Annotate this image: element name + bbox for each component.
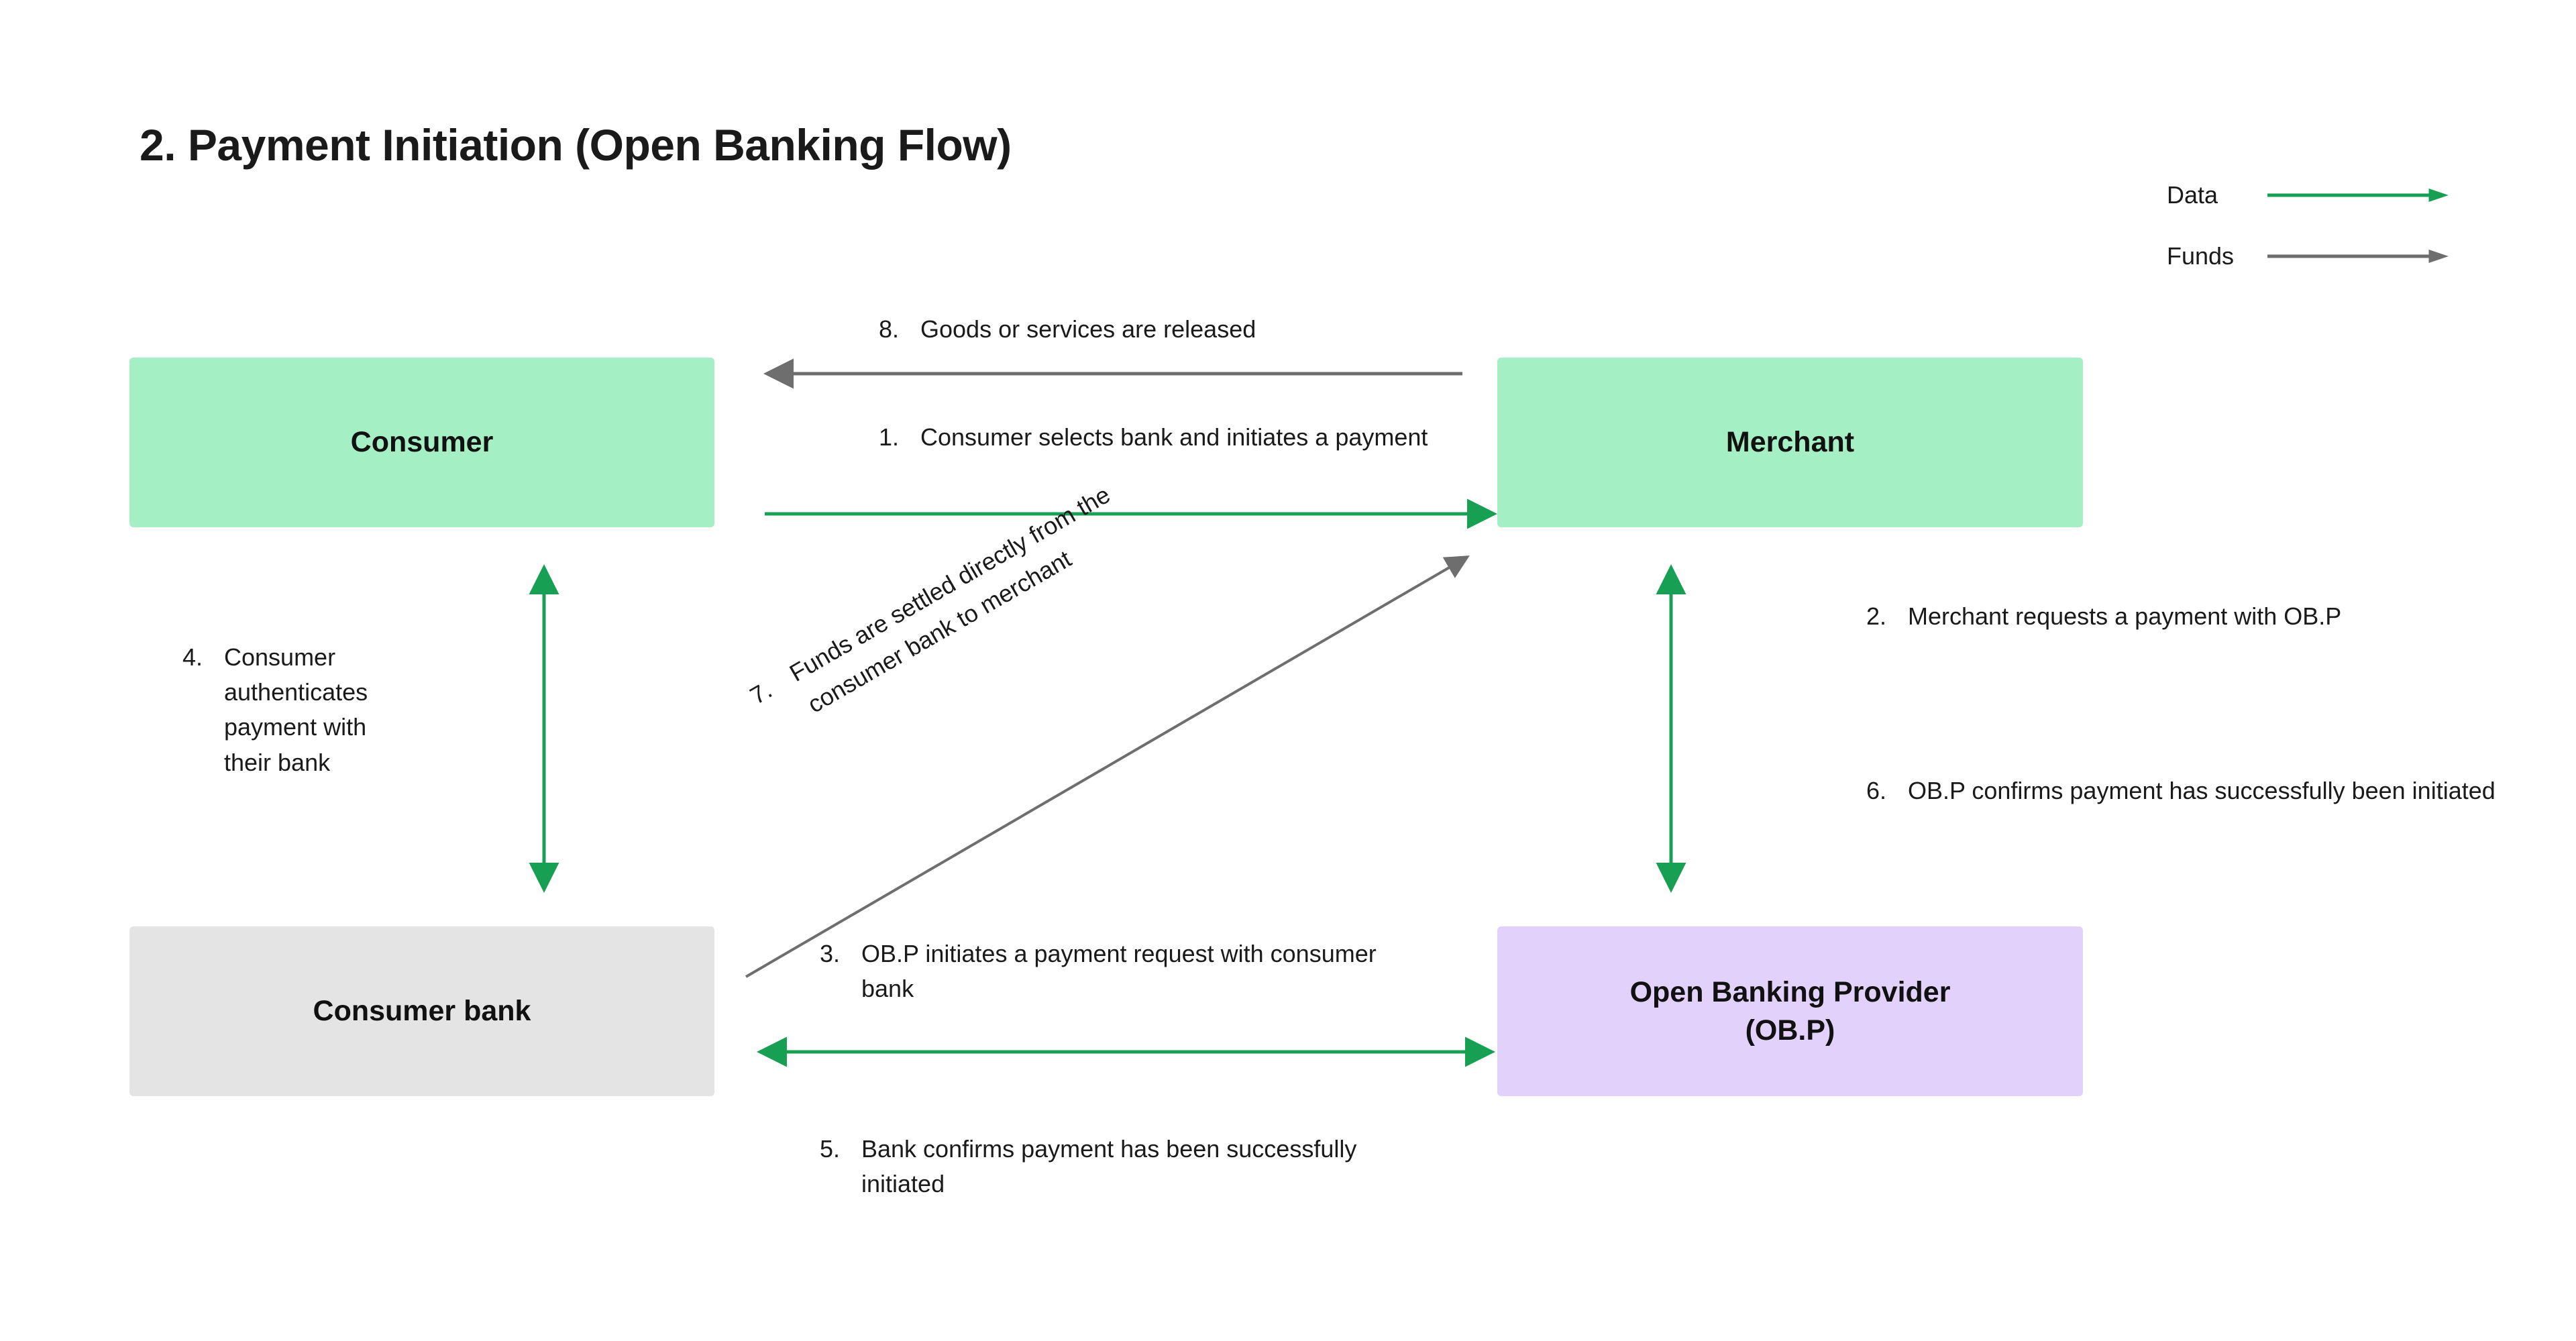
step-label-6: 6. OB.P confirms payment has successfull… [1866,773,2504,808]
step-text-3: OB.P initiates a payment request with co… [861,940,1377,1003]
legend-item-funds: Funds [2167,241,2449,272]
step-number-2: 2. [1866,602,1887,630]
step-label-7: 7. Funds are settled directly from the c… [743,427,1221,745]
legend-label-data: Data [2167,181,2218,209]
page-title: 2. Payment Initiation (Open Banking Flow… [140,120,1012,170]
step-label-1: 1. Consumer selects bank and initiates a… [879,420,1449,455]
step-number-3: 3. [820,940,841,967]
step-label-2: 2. Merchant requests a payment with OB.P [1866,599,2470,634]
step-number-8: 8. [879,315,900,343]
arrow-right-icon [2267,246,2449,266]
step-number-7: 7. [745,676,777,710]
step-text-5: Bank confirms payment has been successfu… [861,1135,1357,1198]
step-label-8: 8. Goods or services are released [879,312,1483,347]
entity-box-open-banking-provider: Open Banking Provider (OB.P) [1497,926,2083,1096]
step-number-4: 4. [182,643,203,671]
step-text-4: Consumer authenticates payment with thei… [224,643,368,776]
step-text-6: OB.P confirms payment has successfully b… [1908,777,2496,804]
entity-label-consumer: Consumer [350,426,494,459]
step-label-5: 5. Bank confirms payment has been succes… [820,1132,1377,1201]
step-number-6: 6. [1866,777,1887,804]
entity-box-consumer: Consumer [129,358,714,527]
legend-item-data: Data [2167,180,2449,211]
step-label-3: 3. OB.P initiates a payment request with… [820,936,1377,1006]
entity-label-obp-line2: (OB.P) [1745,1014,1835,1047]
legend: Data Funds [2167,180,2449,302]
step-label-4: 4. Consumer authenticates payment with t… [182,640,404,780]
step-text-1: Consumer selects bank and initiates a pa… [920,423,1428,451]
step-number-5: 5. [820,1135,841,1163]
step-text-2: Merchant requests a payment with OB.P [1908,602,2342,630]
entity-box-merchant: Merchant [1497,358,2083,527]
entity-box-consumer-bank: Consumer bank [129,926,714,1096]
arrow-right-icon [2267,185,2449,205]
entity-label-obp-line1: Open Banking Provider [1629,975,1951,1008]
step-text-8: Goods or services are released [920,315,1256,343]
step-text-7: Funds are settled directly from the cons… [784,480,1115,718]
step-number-1: 1. [879,423,900,451]
entity-label-open-banking-provider: Open Banking Provider (OB.P) [1630,973,1951,1050]
entity-label-consumer-bank: Consumer bank [313,995,531,1028]
entity-label-merchant: Merchant [1725,426,1855,459]
legend-label-funds: Funds [2167,242,2235,270]
